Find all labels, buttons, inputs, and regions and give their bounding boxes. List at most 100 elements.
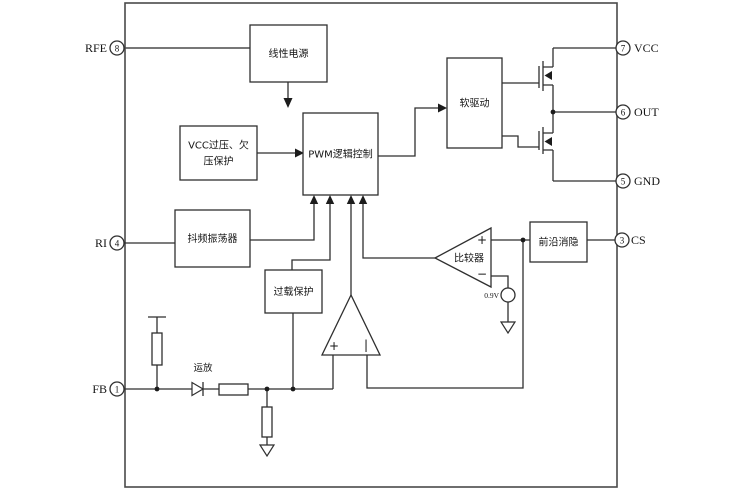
diode-fb bbox=[191, 381, 205, 397]
comparator-minus-sign: − bbox=[477, 267, 487, 281]
mosfet-bottom-drain bbox=[543, 112, 554, 134]
pin-ri-number: 4 bbox=[115, 239, 120, 249]
junction-dot bbox=[520, 237, 526, 243]
block-vcc-protect-label-line1: VCC过压、欠 bbox=[188, 139, 249, 152]
junction-dots bbox=[154, 109, 556, 392]
pin-rfe-name: RFE bbox=[85, 41, 107, 55]
arrowhead-pwm-softdrive bbox=[438, 103, 447, 113]
error-amp-symbol: + | bbox=[320, 293, 382, 356]
mosfet-bottom-source bbox=[543, 149, 554, 181]
block-oscillator-box bbox=[174, 209, 251, 268]
pin-vcc-name: VCC bbox=[634, 41, 659, 55]
wire-oscillator-pwm bbox=[250, 204, 315, 241]
resistor-fb-pullup bbox=[151, 332, 163, 366]
wire-comparator-minus bbox=[491, 275, 509, 288]
pin-out-name: OUT bbox=[634, 105, 659, 119]
error-amp-plus-sign: + bbox=[329, 339, 339, 353]
junction-dot bbox=[264, 386, 270, 392]
junction-dot bbox=[550, 109, 556, 115]
comparator-triangle bbox=[433, 226, 492, 289]
pin-rfe: RFE 8 bbox=[85, 40, 125, 56]
block-overload-protect-label: 过载保护 bbox=[274, 285, 314, 298]
wire-fb-pullup bbox=[148, 316, 166, 389]
arrowhead-linear-down bbox=[283, 98, 293, 108]
pin-fb: FB 1 bbox=[92, 381, 125, 397]
block-leading-edge-blanking-box bbox=[529, 221, 588, 263]
pin-out-circle bbox=[615, 104, 631, 120]
resistor-fb-pulldown bbox=[261, 406, 273, 438]
pin-out-number: 6 bbox=[621, 108, 626, 118]
wire-pwm-softdrive bbox=[378, 107, 438, 157]
high-side-mosfet bbox=[502, 48, 554, 112]
error-amp-minus-sign: | bbox=[364, 338, 368, 352]
pin-gnd-number: 5 bbox=[621, 177, 626, 187]
arrowhead-oscillator-pwm bbox=[309, 195, 319, 204]
block-linear-supply-box bbox=[249, 24, 328, 83]
comparator-label: 比较器 bbox=[454, 252, 484, 265]
block-pwm-logic: PWM逻辑控制 bbox=[302, 112, 379, 196]
error-amp-triangle bbox=[320, 293, 382, 356]
junction-dot bbox=[290, 386, 296, 392]
arrowhead-erramp-pwm bbox=[346, 195, 356, 204]
pin-gnd-circle bbox=[615, 173, 631, 189]
pin-gnd-name: GND bbox=[634, 174, 660, 188]
block-soft-drive-label: 软驱动 bbox=[460, 97, 490, 110]
arrowhead-overload-pwm bbox=[325, 195, 335, 204]
block-soft-drive-box bbox=[446, 57, 503, 149]
pin-fb-name: FB bbox=[92, 382, 107, 396]
resistor-fb-series bbox=[218, 383, 249, 396]
wire-comparator-pwm bbox=[362, 204, 435, 259]
pin-rfe-number: 8 bbox=[115, 44, 120, 54]
arrowhead-protect-pwm bbox=[295, 148, 304, 158]
pin-rfe-circle bbox=[109, 40, 125, 56]
block-leading-edge-blanking: 前沿消隐 bbox=[529, 221, 588, 263]
opamp-annotation: 运放 bbox=[193, 362, 213, 374]
pin-cs-circle bbox=[614, 232, 630, 248]
block-soft-drive: 软驱动 bbox=[446, 57, 503, 149]
pin-ri-name: RI bbox=[95, 236, 107, 250]
mosfet-top-drain bbox=[543, 48, 554, 68]
ground-symbol-vref bbox=[499, 321, 517, 335]
block-linear-supply: 线性电源 bbox=[249, 24, 328, 83]
arrowhead-comparator-pwm bbox=[358, 195, 368, 204]
pin-vcc: 7 VCC bbox=[615, 40, 659, 56]
block-overload-protect-box bbox=[264, 269, 323, 314]
low-side-mosfet bbox=[502, 112, 554, 181]
pin-fb-number: 1 bbox=[115, 385, 120, 395]
vref-value-label: 0.9V bbox=[484, 291, 499, 300]
pin-cs-number: 3 bbox=[620, 236, 625, 246]
block-linear-supply-label: 线性电源 bbox=[269, 47, 309, 60]
mosfet-bottom-body-arrow bbox=[544, 137, 552, 146]
pin-cs: 3 CS bbox=[614, 232, 646, 248]
mosfet-top-body-arrow bbox=[544, 71, 552, 80]
junction-dot bbox=[154, 386, 160, 392]
pin-cs-name: CS bbox=[631, 233, 646, 247]
pin-vcc-circle bbox=[615, 40, 631, 56]
comparator-symbol: 比较器 + − bbox=[433, 226, 492, 289]
diode-triangle bbox=[191, 381, 205, 397]
pin-gnd: 5 GND bbox=[615, 173, 660, 189]
block-oscillator-label: 抖频振荡器 bbox=[188, 232, 238, 245]
block-pwm-logic-label: PWM逻辑控制 bbox=[308, 148, 373, 161]
pin-fb-circle bbox=[109, 381, 125, 397]
wire-gate-bottom bbox=[502, 135, 539, 148]
comparator-plus-sign: + bbox=[477, 233, 487, 247]
pin-ri-circle bbox=[109, 235, 125, 251]
block-leading-edge-blanking-label: 前沿消隐 bbox=[539, 236, 579, 249]
pin-ri: RI 4 bbox=[95, 235, 125, 251]
pin-vcc-number: 7 bbox=[621, 44, 626, 54]
block-vcc-protect-label-line2: 压保护 bbox=[204, 155, 234, 168]
wire-cs-erramp bbox=[366, 240, 524, 389]
vref-source-symbol bbox=[500, 287, 516, 303]
wires bbox=[124, 47, 616, 445]
ground-symbol-fb bbox=[258, 444, 276, 458]
block-vcc-protect: VCC过压、欠 压保护 bbox=[179, 125, 258, 181]
block-overload-protect: 过载保护 bbox=[264, 269, 323, 314]
block-vcc-protect-box bbox=[179, 125, 258, 181]
mosfet-top-source bbox=[543, 84, 554, 112]
pin-out: 6 OUT bbox=[615, 104, 659, 120]
block-pwm-logic-box bbox=[302, 112, 379, 196]
block-oscillator: 抖频振荡器 bbox=[174, 209, 251, 268]
